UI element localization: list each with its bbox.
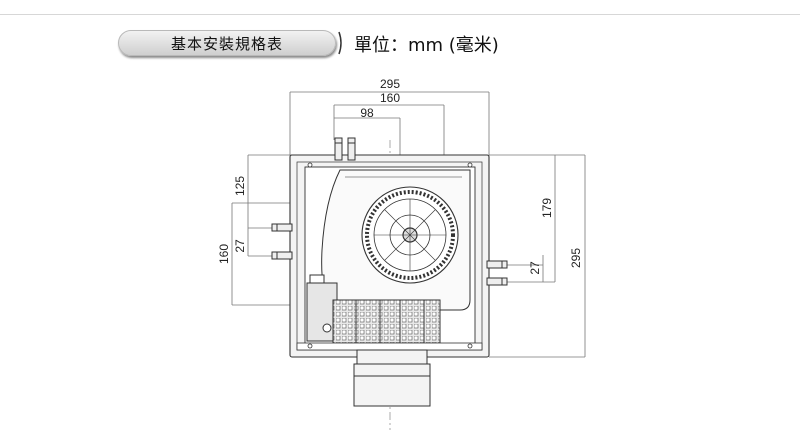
bottom-duct bbox=[353, 349, 431, 407]
left-pipes bbox=[271, 223, 293, 260]
dim-right-height-total: 295 bbox=[569, 248, 583, 268]
fan-wheel bbox=[361, 186, 459, 284]
title-separator-icon bbox=[338, 31, 342, 55]
dim-left-height-total: 160 bbox=[217, 244, 231, 264]
dim-left-height-upper: 125 bbox=[233, 176, 247, 196]
dim-width-outer: 295 bbox=[380, 77, 400, 91]
dim-width-inner: 98 bbox=[360, 106, 374, 120]
dim-right-height-upper: 179 bbox=[540, 198, 554, 218]
dim-width-middle: 160 bbox=[380, 91, 400, 105]
right-pipes bbox=[486, 260, 508, 286]
right-dimensions bbox=[489, 154, 586, 358]
section-title: 基本安裝規格表 bbox=[170, 34, 283, 53]
top-dimensions bbox=[289, 91, 490, 175]
dim-right-pipe-spacing: 27 bbox=[528, 261, 542, 275]
section-title-tab[interactable]: 基本安裝規格表 bbox=[118, 30, 336, 56]
top-divider bbox=[0, 14, 800, 15]
top-pipes bbox=[334, 137, 356, 161]
unit-label: 單位：mm (毫米) bbox=[354, 35, 499, 56]
dim-left-pipe-spacing: 27 bbox=[233, 239, 247, 253]
filter-grille bbox=[332, 299, 441, 349]
